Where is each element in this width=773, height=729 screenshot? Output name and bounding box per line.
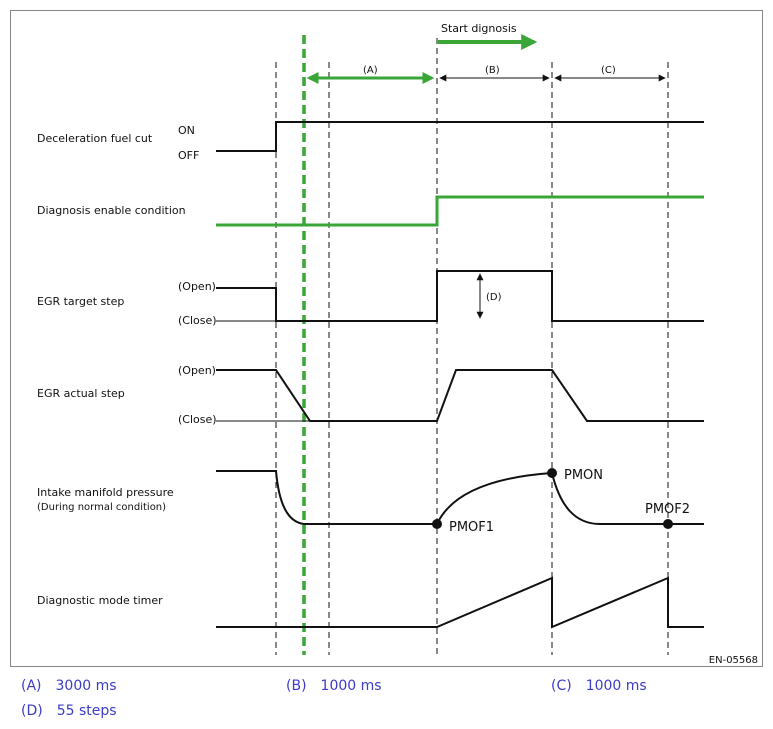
legend-item-b: (B) 1000 ms	[286, 678, 382, 694]
pmof1-point	[432, 519, 442, 529]
diag-timer-label: Diagnostic mode timer	[37, 594, 163, 607]
egr-actual-trace	[216, 369, 704, 422]
egr-actual-label: EGR actual step	[37, 387, 125, 400]
decel-fuel-cut-label: Deceleration fuel cut	[37, 132, 153, 145]
legend-value-b: 1000 ms	[320, 678, 382, 694]
pmof2-point	[663, 519, 673, 529]
decel-on-label: ON	[178, 124, 195, 137]
time-guides	[275, 38, 669, 655]
interval-a-label: (A)	[363, 65, 378, 76]
legend-value-d: 55 steps	[56, 703, 117, 719]
intake-pressure-trace	[216, 470, 704, 525]
figure-id: EN-05568	[709, 655, 758, 666]
interval-b-label: (B)	[485, 65, 500, 76]
diag-timer-trace	[216, 576, 704, 629]
legend-key-a: (A)	[21, 678, 42, 694]
egr-target-open-label: (Open)	[178, 280, 216, 293]
egr-target-trace	[216, 270, 704, 322]
intake-pressure-label: Intake manifold pressure	[37, 486, 174, 499]
pmon-point	[547, 468, 557, 478]
start-diagnosis-label: Start dignosis	[441, 22, 517, 35]
decel-off-label: OFF	[178, 149, 199, 162]
legend-key-b: (B)	[286, 678, 307, 694]
pmof1-label: PMOF1	[449, 520, 494, 535]
interval-d-label: (D)	[486, 292, 502, 303]
legend-key-c: (C)	[551, 678, 572, 694]
legend-value-a: 3000 ms	[55, 678, 117, 694]
diag-enable-label: Diagnosis enable condition	[37, 204, 186, 217]
legend-value-c: 1000 ms	[585, 678, 647, 694]
egr-target-close-label: (Close)	[178, 314, 217, 327]
egr-actual-close-label: (Close)	[178, 413, 217, 426]
diagram-frame	[10, 10, 763, 667]
legend-item-a: (A) 3000 ms	[21, 678, 117, 694]
interval-c-label: (C)	[601, 65, 616, 76]
egr-target-label: EGR target step	[37, 295, 124, 308]
legend-key-d: (D)	[21, 703, 43, 719]
intake-pressure-sublabel: (During normal condition)	[37, 502, 166, 513]
diag-enable-trace	[216, 195, 704, 227]
pmon-label: PMON	[564, 468, 603, 483]
egr-actual-open-label: (Open)	[178, 364, 216, 377]
legend-item-c: (C) 1000 ms	[551, 678, 647, 694]
pmof2-label: PMOF2	[645, 502, 690, 517]
legend-item-d: (D) 55 steps	[21, 703, 117, 719]
decel-fuel-cut-trace	[216, 121, 704, 152]
